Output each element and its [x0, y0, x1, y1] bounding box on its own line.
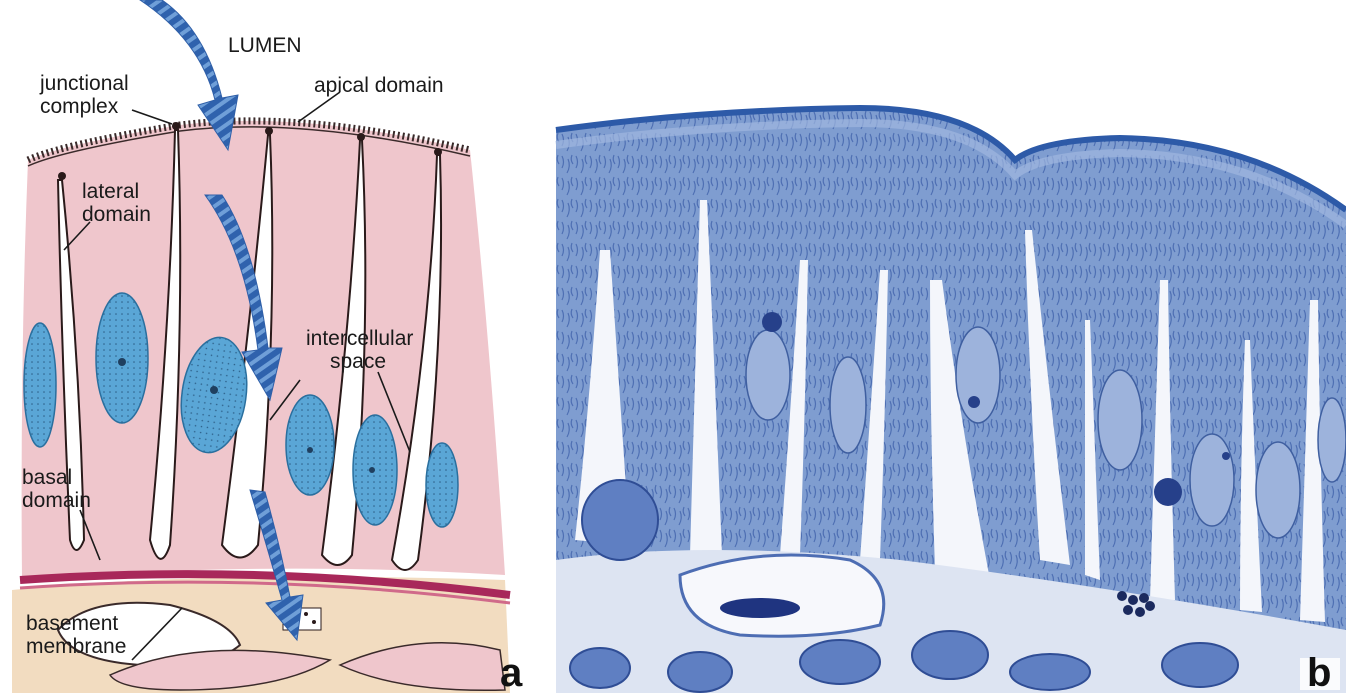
label-apical-domain: apical domain	[314, 74, 444, 97]
capillary-lumen	[680, 555, 884, 636]
label-junctional-line2: complex	[40, 95, 119, 118]
label-intercellular-line2: space	[330, 350, 386, 373]
panel-a-schematic: LUMEN junctional complex apical domain l…	[12, 0, 523, 693]
label-basal-line2: domain	[22, 489, 91, 512]
label-lumen: LUMEN	[228, 34, 302, 57]
panel-letter-b: b	[1307, 651, 1331, 693]
panel-b-micrograph: b	[556, 108, 1346, 693]
label-lateral-line2: domain	[82, 203, 151, 226]
label-basement-line1: basement	[26, 612, 118, 635]
label-basement-line2: membrane	[26, 635, 126, 658]
label-lateral-line1: lateral	[82, 180, 139, 203]
label-basal-line1: basal	[22, 466, 72, 489]
panel-letter-a: a	[500, 651, 523, 693]
label-junctional-line1: junctional	[39, 72, 129, 95]
label-intercellular-line1: intercellular	[306, 327, 413, 350]
